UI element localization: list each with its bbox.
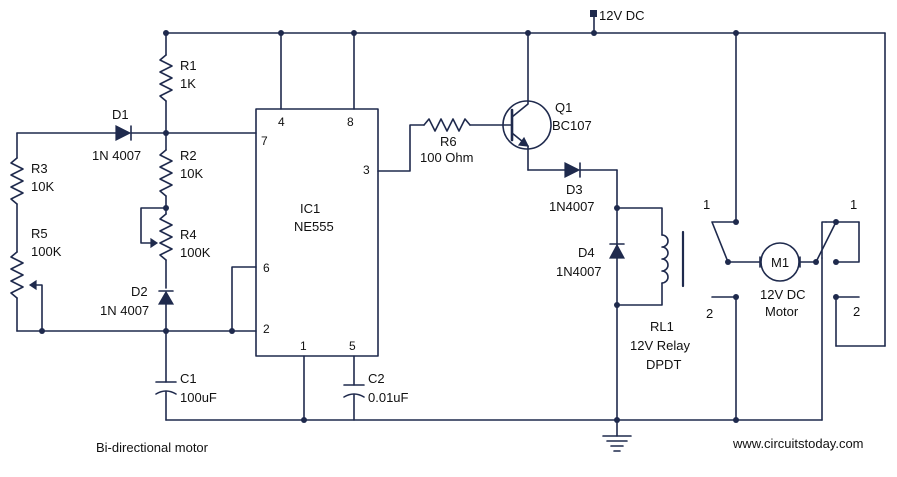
resistor-r2	[159, 132, 173, 215]
ic-pin-3: 3	[363, 163, 370, 177]
d3-name: D3	[566, 182, 583, 197]
website-credit: www.circuitstoday.com	[732, 436, 864, 451]
r5-value: 100K	[31, 244, 62, 259]
capacitor-c2	[343, 384, 365, 421]
d1-value: 1N 4007	[92, 148, 141, 163]
q1-name: Q1	[555, 100, 572, 115]
d2-name: D2	[131, 284, 148, 299]
r4-value: 100K	[180, 245, 211, 260]
c1-value: 100uF	[180, 390, 217, 405]
supply-label: 12V DC	[599, 8, 645, 23]
ic-pin-8: 8	[347, 115, 354, 129]
d1-name: D1	[112, 107, 129, 122]
resistor-r6	[423, 118, 504, 132]
rl1-value: 12V Relay	[630, 338, 690, 353]
relay-contacts-right	[799, 219, 860, 300]
relay-right-contact-2: 2	[853, 304, 860, 319]
c2-value: 0.01uF	[368, 390, 409, 405]
ic-pin-7: 7	[261, 134, 268, 148]
ic-pin-5: 5	[349, 339, 356, 353]
r2-value: 10K	[180, 166, 203, 181]
diode-d2	[157, 290, 175, 383]
ic-pin-1: 1	[300, 339, 307, 353]
r6-value: 100 Ohm	[420, 150, 473, 165]
diode-d3	[527, 162, 618, 421]
r5-name: R5	[31, 226, 48, 241]
potentiometer-r5	[10, 251, 167, 334]
diode-d1	[16, 125, 257, 141]
d2-value: 1N 4007	[100, 303, 149, 318]
r3-name: R3	[31, 161, 48, 176]
d4-value: 1N4007	[556, 264, 602, 279]
relay-contacts-left	[711, 30, 761, 423]
ic1-ne555	[165, 30, 425, 423]
rl1-type: DPDT	[646, 357, 681, 372]
c1-name: C1	[180, 371, 197, 386]
q1-value: BC107	[552, 118, 592, 133]
caption: Bi-directional motor	[96, 440, 209, 455]
resistor-r3	[10, 132, 24, 253]
m1-name: M1	[771, 255, 789, 270]
r4-name: R4	[180, 227, 197, 242]
ic1-name: IC1	[300, 201, 320, 216]
r3-value: 10K	[31, 179, 54, 194]
capacitor-c1	[155, 381, 177, 421]
c2-name: C2	[368, 371, 385, 386]
r2-name: R2	[180, 148, 197, 163]
rl1-name: RL1	[650, 319, 674, 334]
relay-right-contact-1: 1	[850, 197, 857, 212]
ground-rail	[165, 257, 823, 452]
r1-name: R1	[180, 58, 197, 73]
r6-name: R6	[440, 134, 457, 149]
resistor-r1	[159, 30, 173, 134]
transistor-q1	[502, 30, 552, 171]
relay-left-contact-2: 2	[706, 306, 713, 321]
ic-pin-4: 4	[278, 115, 285, 129]
potentiometer-r4	[140, 205, 173, 289]
relay-left-contact-1: 1	[703, 197, 710, 212]
d4-name: D4	[578, 245, 595, 260]
m1-value: 12V DC	[760, 287, 806, 302]
r1-value: 1K	[180, 76, 196, 91]
relay-rl1-coil	[616, 207, 685, 306]
ic-pin-2: 2	[263, 322, 270, 336]
m1-type: Motor	[765, 304, 799, 319]
ic1-value: NE555	[294, 219, 334, 234]
d3-value: 1N4007	[549, 199, 595, 214]
ic-pin-6: 6	[263, 261, 270, 275]
